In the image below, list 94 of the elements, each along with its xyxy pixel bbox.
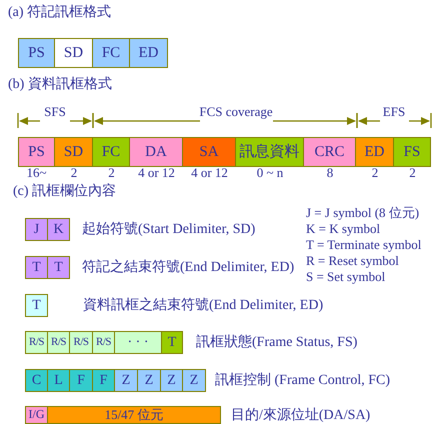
symbol-label: · · ·: [128, 334, 148, 350]
dimension-label: SFS: [44, 104, 66, 119]
frame-field: [356, 137, 394, 167]
dimension-label: FCS coverage: [199, 104, 273, 119]
symbol-label: C: [32, 372, 42, 388]
symbol-label: R/S: [73, 336, 88, 349]
symbol-key: S = Set symbol: [306, 269, 386, 285]
frame-field: [93, 137, 130, 167]
symbol-field: [48, 331, 70, 354]
symbol-label: R/S: [50, 336, 66, 349]
symbol-label: T: [32, 260, 41, 276]
symbol-field: [93, 331, 115, 354]
frame-field: [55, 137, 93, 167]
symbol-field: [70, 369, 93, 392]
field-length: 4 or 12: [138, 167, 175, 179]
symbol-label: R/S: [96, 336, 111, 349]
symbol-field: [161, 369, 183, 392]
symbol-label: Z: [190, 372, 198, 388]
symbol-label: F: [77, 372, 85, 388]
field-description: 目的/來源位址(DA/SA): [231, 408, 370, 424]
frame-field: [93, 38, 130, 68]
frame-field: [18, 38, 55, 68]
symbol-field: [25, 256, 48, 279]
symbol-label: L: [54, 372, 63, 388]
frame-field: [236, 137, 304, 167]
field-length: 2: [409, 167, 416, 179]
section-heading: (b) 資料訊框格式: [8, 77, 112, 93]
symbol-label: I/G: [28, 408, 44, 422]
symbol-label: K: [53, 222, 64, 238]
symbol-key: K = K symbol: [306, 221, 380, 237]
field-length: 2: [70, 167, 78, 179]
symbol-label: 15/47 位元: [104, 408, 164, 422]
field-label: SD: [64, 44, 84, 62]
symbol-label: Z: [144, 372, 154, 388]
frame-field: [394, 137, 431, 167]
symbol-field: [25, 369, 48, 392]
field-label: SA: [199, 144, 219, 160]
symbol-field: [48, 369, 70, 392]
field-label: SD: [64, 144, 84, 160]
symbol-label: Z: [122, 372, 130, 388]
frame-field: [183, 137, 236, 167]
symbol-label: F: [100, 372, 108, 388]
frame-field: [55, 38, 93, 68]
symbol-key: T = Terminate symbol: [306, 237, 422, 253]
symbol-field: [115, 331, 162, 354]
field-label: FC: [102, 44, 120, 62]
symbol-field: [48, 218, 70, 241]
field-description: 起始符號(Start Delimiter, SD): [82, 222, 256, 238]
symbol-key: J = J symbol (8 位元): [306, 205, 420, 221]
symbol-field: [25, 294, 48, 317]
frame-field: [304, 137, 356, 167]
field-label: CRC: [314, 144, 344, 160]
frame-field: [130, 137, 183, 167]
field-label: FC: [102, 144, 120, 160]
symbol-field: [48, 406, 221, 424]
field-length: 8: [326, 167, 334, 179]
symbol-label: Z: [167, 372, 176, 388]
frame-field: [130, 38, 168, 68]
symbol-key: R = Reset symbol: [306, 253, 399, 269]
symbol-label: T: [168, 334, 176, 350]
symbol-field: [25, 406, 48, 424]
field-label: ED: [138, 44, 158, 62]
symbol-label: T: [54, 260, 63, 276]
section-heading: (c) 訊框欄位內容: [13, 184, 116, 200]
field-length: 0 ~ n: [256, 167, 284, 179]
dimension-label: EFS: [382, 104, 406, 119]
field-length: 2: [372, 167, 378, 179]
field-description: 資料訊框之結束符號(End Delimiter, ED): [83, 298, 324, 314]
field-length: 2: [108, 167, 115, 179]
field-description: 訊框控制 (Frame Control, FC): [215, 373, 390, 389]
symbol-field: [162, 331, 183, 354]
field-length: 4 or 12: [191, 167, 228, 179]
symbol-field: [70, 331, 93, 354]
symbol-field: [138, 369, 161, 392]
field-description: 符記之結束符號(End Delimiter, ED): [82, 260, 294, 276]
symbol-field: [183, 369, 206, 392]
symbol-field: [25, 331, 48, 354]
field-label: ED: [364, 144, 384, 160]
field-label: PS: [28, 144, 45, 160]
symbol-field: [48, 256, 70, 279]
symbol-label: T: [32, 298, 41, 314]
symbol-label: J: [34, 222, 40, 238]
field-label: 訊息資料: [240, 144, 300, 160]
section-heading: (a) 符記訊框格式: [8, 5, 112, 21]
field-description: 訊框狀態(Frame Status, FS): [196, 335, 358, 351]
symbol-field: [93, 369, 115, 392]
frame-field: [18, 137, 55, 167]
symbol-label: R/S: [28, 336, 44, 349]
field-length: 16~: [26, 167, 47, 179]
symbol-field: [25, 218, 48, 241]
symbol-field: [115, 369, 138, 392]
field-label: FS: [404, 144, 420, 160]
field-label: DA: [145, 144, 167, 160]
field-label: PS: [28, 44, 45, 62]
